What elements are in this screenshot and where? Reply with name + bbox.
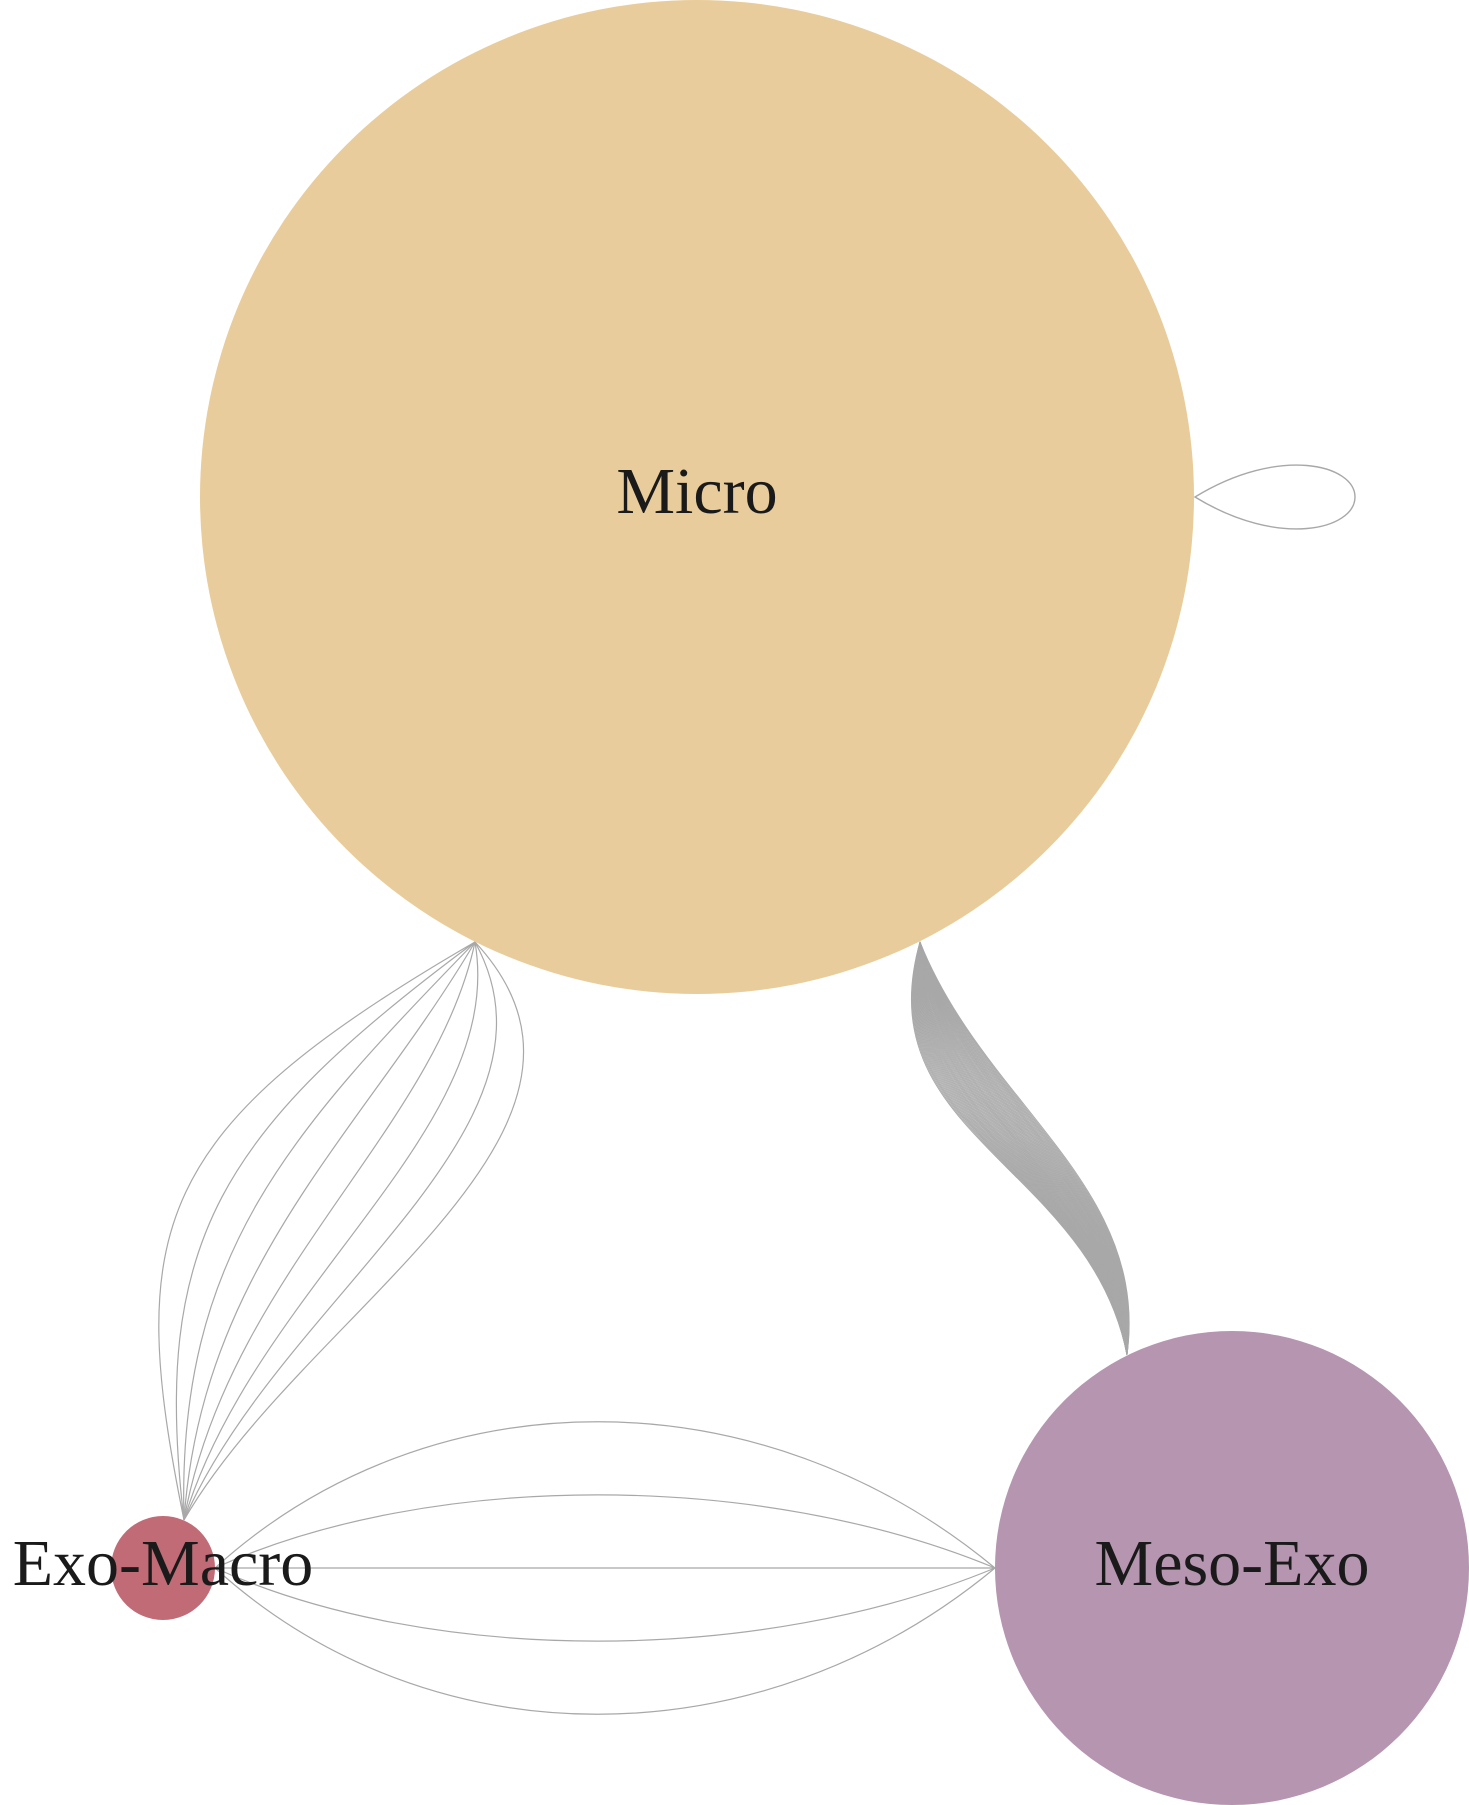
edge-exo-macro-meso-exo [214,1567,996,1642]
edge-micro-meso-exo [918,941,1128,1356]
edge-micro-meso-exo [913,941,1128,1356]
edge-micro-meso-exo [914,941,1128,1356]
edge-micro-meso-exo [917,941,1128,1356]
edge-exo-macro-meso-exo [214,1421,996,1569]
edge-micro-meso-exo [914,941,1128,1356]
node-exo-macro[interactable] [111,1516,215,1620]
edge-micro-meso-exo [912,941,1128,1356]
label-meso-exo: Meso-Exo [1095,1527,1370,1600]
edge-micro-self-loop [1193,464,1356,530]
edge-micro-exo-macro [158,941,476,1521]
edge-micro-meso-exo [913,941,1128,1356]
edge-micro-meso-exo [915,941,1128,1356]
edge-micro-exo-macro [175,941,476,1521]
edge-micro-meso-exo [911,941,1128,1356]
edge-micro-meso-exo [918,941,1128,1356]
node-meso-exo[interactable] [995,1331,1469,1805]
edge-micro-exo-macro [183,941,476,1521]
edge-micro-meso-exo [914,941,1128,1356]
label-micro: Micro [616,455,777,528]
edge-exo-macro-meso-exo [214,1567,996,1715]
edge-micro-meso-exo [912,941,1128,1356]
edge-micro-exo-macro [183,941,498,1521]
edge-micro-meso-exo [918,941,1128,1356]
edge-micro-exo-macro [183,941,525,1521]
edge-exo-macro-meso-exo [214,1494,996,1569]
edge-micro-meso-exo [918,941,1128,1356]
edge-micro-meso-exo [917,941,1128,1356]
edge-micro-meso-exo [919,941,1130,1356]
edge-micro-meso-exo [917,941,1128,1356]
edge-micro-meso-exo [915,941,1128,1356]
node-micro[interactable] [200,0,1194,994]
edge-micro-exo-macro [183,941,479,1521]
edge-micro-meso-exo [916,941,1128,1356]
edge-micro-exo-macro [183,941,476,1521]
label-exo-macro: Exo-Macro [13,1527,314,1600]
edge-micro-meso-exo [917,941,1128,1356]
edge-micro-meso-exo [916,941,1128,1356]
edge-micro-exo-macro [183,941,476,1521]
edges-layer [158,464,1356,1715]
